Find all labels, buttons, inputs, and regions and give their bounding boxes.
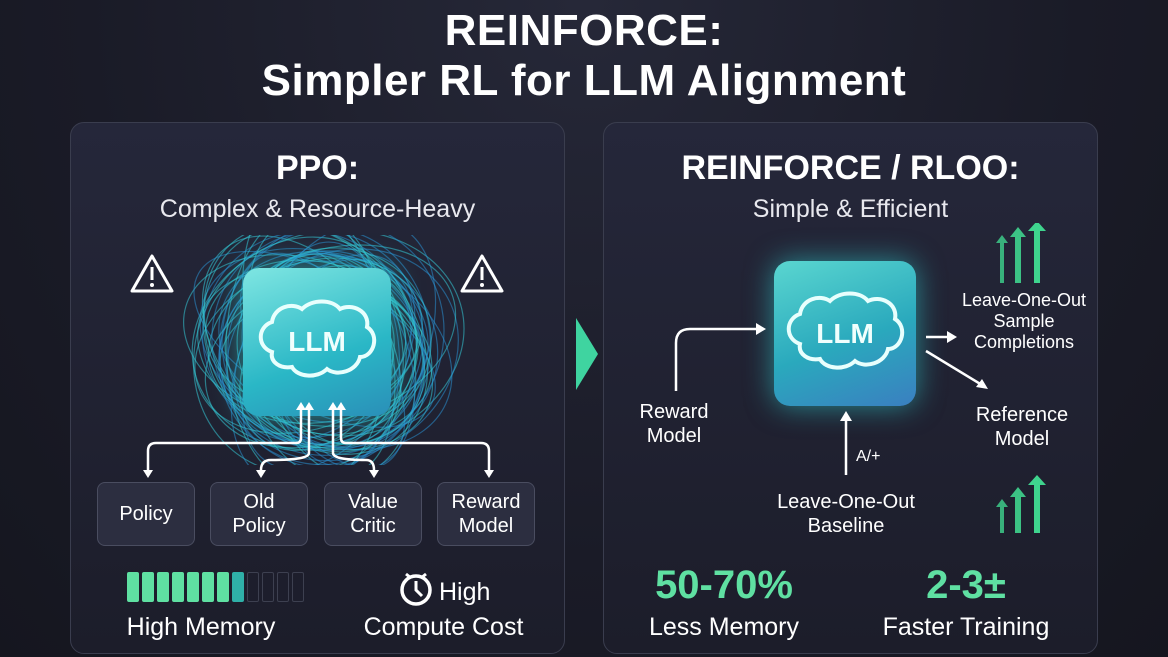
speedup-value: 2-3± (926, 563, 1006, 607)
title-line-2: Simpler RL for LLM Alignment (261, 56, 907, 105)
memory-usage-bar (127, 572, 307, 607)
compute-high-label: High (439, 578, 491, 606)
sample-completions-label: Leave-One-Out Sample Completions (961, 290, 1087, 352)
ppo-llm-box: LLM (243, 268, 391, 416)
trend-up-arrows-icon (996, 223, 1046, 283)
memory-segment-empty (292, 572, 304, 602)
memory-segment-filled (172, 572, 184, 602)
memory-segment-filled (157, 572, 169, 602)
speedup-label: Faster Training (882, 613, 1050, 641)
memory-segment-filled (202, 572, 214, 602)
chevron-right-icon (576, 318, 598, 390)
tangle-line (211, 235, 424, 445)
rloo-arrows (674, 323, 988, 475)
rloo-heading: REINFORCE / RLOO: (681, 149, 1020, 187)
brain-icon (258, 299, 377, 378)
memory-segment-empty (247, 572, 259, 602)
tangle-line (221, 235, 445, 452)
reinforce-panel: REINFORCE / RLOO: Simple & Efficient LLM… (603, 122, 1098, 654)
trend-up-arrows-icon (996, 475, 1046, 533)
model-box-value-critic: Value Critic (324, 482, 422, 546)
warning-icon (130, 254, 174, 293)
model-box-policy: Policy (97, 482, 195, 546)
reward-model-label: Reward Model (639, 401, 709, 447)
memory-segment-empty (262, 572, 274, 602)
memory-segment-filled (127, 572, 139, 602)
advantage-label: A/+ (856, 448, 881, 465)
tangle-line (192, 236, 417, 465)
ppo-subheading: Complex & Resource-Heavy (159, 195, 476, 223)
tangle-line (236, 247, 432, 436)
memory-savings-value: 50-70% (655, 563, 793, 607)
memory-segment-filled (217, 572, 229, 602)
ppo-arrows (143, 402, 494, 478)
stopwatch-icon (400, 572, 432, 606)
reference-model-label: Reference Model (975, 404, 1069, 450)
rloo-subheading: Simple & Efficient (752, 195, 949, 223)
compute-cost-label: Compute Cost (363, 613, 524, 641)
ppo-panel: PPO: Complex & Resource-Heavy LLM Policy… (70, 122, 565, 654)
llm-label: LLM (288, 326, 346, 357)
memory-segment-filled (187, 572, 199, 602)
ppo-heading: PPO: (275, 149, 360, 187)
title-line-1: REINFORCE: (444, 6, 724, 55)
high-memory-label: High Memory (126, 613, 276, 641)
model-box-reward-model: Reward Model (437, 482, 535, 546)
memory-savings-label: Less Memory (648, 613, 800, 641)
memory-segment-filled (142, 572, 154, 602)
memory-segment-filled (232, 572, 244, 602)
memory-segment-empty (277, 572, 289, 602)
warning-icon (460, 254, 504, 293)
baseline-label: Leave-One-Out Baseline (777, 491, 915, 537)
llm-label: LLM (816, 317, 874, 349)
brain-icon (786, 291, 905, 369)
rloo-llm-box: LLM (774, 261, 916, 406)
model-box-old-policy: Old Policy (210, 482, 308, 546)
